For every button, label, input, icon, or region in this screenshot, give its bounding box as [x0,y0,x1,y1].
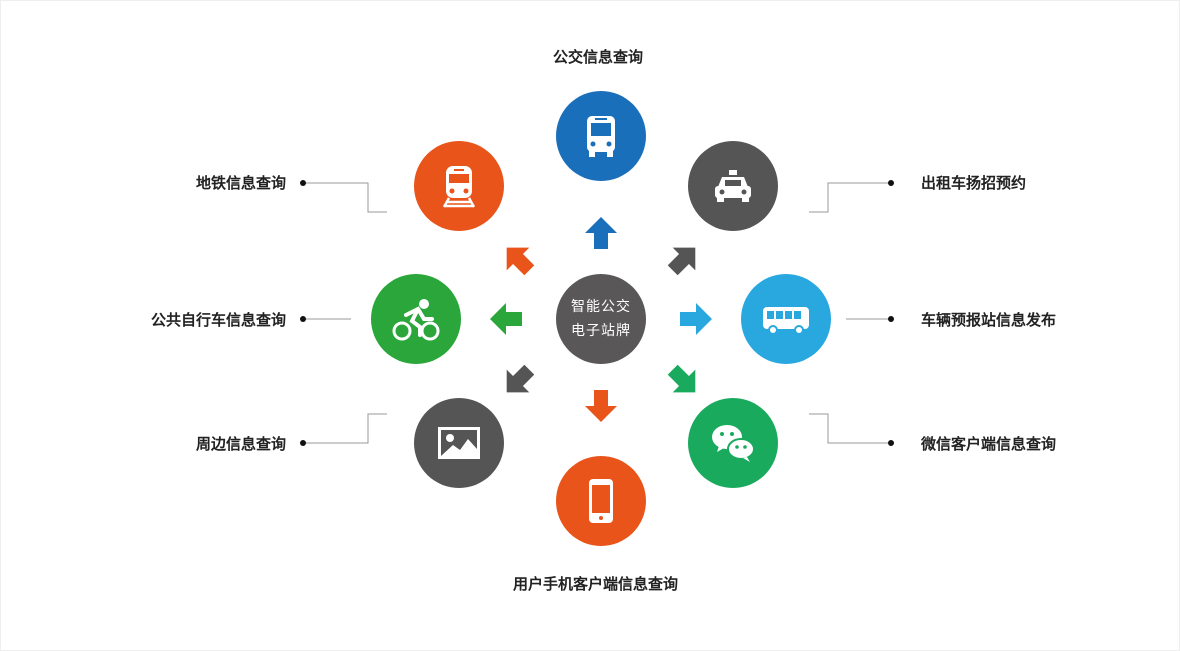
arrow-down-left-icon [506,364,535,393]
bus-front-icon [587,116,615,157]
label-wechat: 微信客户端信息查询 [921,435,1057,453]
arrow-left-icon [490,303,522,335]
taxi-node[interactable] [688,141,778,231]
picture-icon [438,427,480,459]
label-bus-info: 公交信息查询 [553,48,644,66]
center-line2: 电子站牌 [571,323,631,339]
label-mobile: 用户手机客户端信息查询 [513,575,679,593]
nearby-node[interactable] [414,398,504,488]
arrow-up-left-icon [506,247,535,276]
taxi-icon [715,170,751,202]
vehicle-report-node[interactable] [741,274,831,364]
label-vehicle-report: 车辆预报站信息发布 [921,311,1057,329]
label-subway: 地铁信息查询 [195,174,286,192]
wechat-icon [712,425,755,462]
subway-node[interactable] [414,141,504,231]
arrow-right-icon [680,303,712,335]
arrow-up-icon [585,217,617,249]
bike-node[interactable] [371,274,461,364]
train-icon [442,166,476,208]
arrow-down-icon [585,390,617,422]
label-taxi: 出租车扬招预约 [921,174,1027,192]
center-hub: 智能公交 电子站牌 [556,274,646,364]
phone-icon [589,479,613,523]
bus-info-node[interactable] [556,91,646,181]
wechat-node[interactable] [688,398,778,488]
label-nearby: 周边信息查询 [195,435,286,453]
label-bike: 公共自行车信息查询 [150,311,286,329]
center-line1: 智能公交 [571,299,631,315]
bus-side-icon [763,307,809,335]
mobile-node[interactable] [556,456,646,546]
bicycle-icon [392,299,440,341]
arrow-up-right-icon [667,247,696,276]
arrow-down-right-icon [667,364,696,393]
